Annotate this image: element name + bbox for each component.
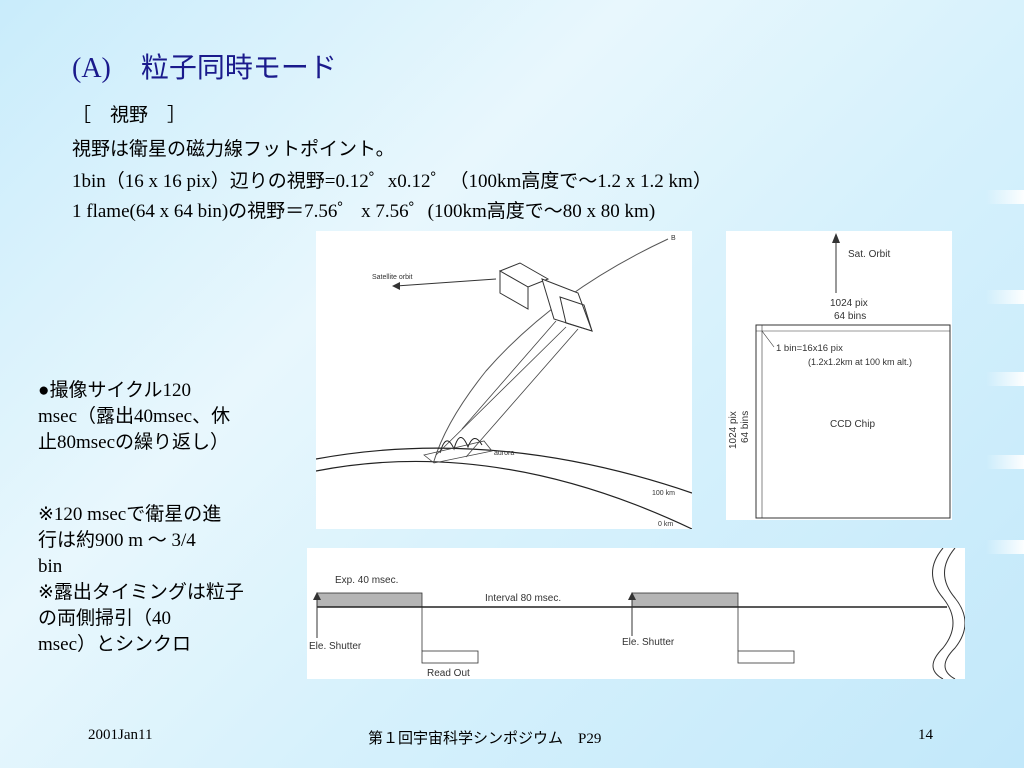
satellite-orbit-label: Satellite orbit bbox=[372, 274, 413, 281]
ccd-chip-label: CCD Chip bbox=[830, 419, 875, 430]
field-line bbox=[433, 238, 669, 462]
slide-title: (A) 粒子同時モード bbox=[72, 46, 337, 86]
note-line: ※120 msecで衛星の進 bbox=[38, 504, 222, 525]
footer-date: 2001Jan11 bbox=[88, 727, 153, 743]
aurora-footprint bbox=[423, 440, 493, 464]
sat-orbit-label: Sat. Orbit bbox=[848, 249, 890, 260]
decor-stripe bbox=[986, 372, 1024, 386]
note-line: の両側掃引（40 bbox=[38, 608, 172, 629]
break-mark bbox=[944, 547, 966, 680]
exp-label: Exp. 40 msec. bbox=[335, 575, 398, 586]
top-bins-label: 64 bins bbox=[834, 311, 866, 322]
ccd-chip bbox=[755, 324, 951, 519]
note-line: msec）とシンクロ bbox=[38, 634, 192, 655]
shutter-label-1: Ele. Shutter bbox=[309, 641, 362, 652]
view-ray bbox=[435, 326, 567, 456]
exposure-bar-2 bbox=[631, 592, 739, 608]
exposure-bar-1 bbox=[316, 592, 423, 608]
decor-stripe bbox=[986, 290, 1024, 304]
shutter-arrowhead-2 bbox=[628, 592, 636, 600]
view-ray bbox=[465, 328, 579, 458]
cycle-bullet: ●撮像サイクル120 msec（露出40msec、休 止80msecの繰り返し） bbox=[38, 378, 300, 456]
note-line: ※露出タイミングは粒子 bbox=[38, 582, 244, 603]
ccd-figure: Sat. Orbit 1024 pix 64 bins 1 bin=16x16 … bbox=[726, 231, 952, 520]
timing-svg: Exp. 40 msec. Interval 80 msec. Ele. Shu… bbox=[309, 547, 966, 680]
cycle-line: msec（露出40msec、休 bbox=[38, 406, 231, 427]
shutter-label-2: Ele. Shutter bbox=[622, 637, 675, 648]
alt-100-label: 100 km bbox=[652, 490, 675, 497]
shutter-arrowhead-1 bbox=[313, 592, 321, 600]
top-pix-label: 1024 pix bbox=[830, 298, 868, 309]
solar-panel-side bbox=[499, 270, 529, 310]
side-pix-label: 1024 pix bbox=[728, 411, 739, 449]
surface-100km bbox=[315, 447, 693, 494]
bin-label: 1 bin=16x16 pix bbox=[776, 343, 843, 354]
alt-0-label: 0 km bbox=[658, 521, 673, 528]
readout-label: Read Out bbox=[427, 668, 470, 679]
fov-heading: ［ 視野 ］ bbox=[72, 105, 187, 126]
cycle-line: ●撮像サイクル120 bbox=[38, 380, 192, 401]
decor-stripe bbox=[986, 190, 1024, 204]
footer-event: 第１回宇宙科学シンポジウム P29 bbox=[368, 731, 602, 747]
break-mark bbox=[932, 547, 954, 680]
bin-pointer bbox=[761, 330, 775, 348]
orbit-arrowhead bbox=[392, 282, 400, 290]
note-block: ※120 msecで衛星の進 行は約900 m 〜 3/4 bin ※露出タイミ… bbox=[38, 502, 300, 658]
b-field-label: B bbox=[671, 235, 676, 242]
readout-box-1 bbox=[421, 650, 479, 664]
readout-box-2 bbox=[737, 650, 795, 664]
interval-label: Interval 80 msec. bbox=[485, 593, 561, 604]
geometry-svg: B 100 km 0 km Satellite orbit aurora bbox=[315, 235, 693, 530]
fov-line-1: 視野は衛星の磁力線フットポイント。 bbox=[72, 139, 395, 160]
bin-sub-label: (1.2x1.2km at 100 km alt.) bbox=[808, 357, 912, 367]
footer-page-number: 14 bbox=[918, 727, 933, 743]
surface-0km bbox=[315, 460, 693, 530]
sat-orbit-arrowhead bbox=[832, 233, 840, 243]
ccd-svg: Sat. Orbit 1024 pix 64 bins 1 bin=16x16 … bbox=[728, 233, 951, 519]
title-mark: (A) bbox=[72, 53, 111, 84]
note-line: bin bbox=[38, 556, 63, 577]
aurora-curtain bbox=[439, 437, 483, 454]
fov-line-3: 1 flame(64 x 64 bin)の視野＝7.56゜ x 7.56゜(10… bbox=[72, 201, 656, 222]
view-ray bbox=[461, 320, 557, 430]
satellite-camera bbox=[559, 296, 593, 332]
title-text: 粒子同時モード bbox=[140, 51, 337, 84]
orbit-arrow bbox=[395, 278, 497, 287]
note-line: 行は約900 m 〜 3/4 bbox=[38, 530, 196, 551]
geometry-figure: B 100 km 0 km Satellite orbit aurora bbox=[315, 231, 693, 530]
fov-line-2: 1bin（16 x 16 pix）辺りの視野=0.12゜x0.12゜（100km… bbox=[72, 171, 712, 192]
timing-figure: Exp. 40 msec. Interval 80 msec. Ele. Shu… bbox=[307, 547, 966, 680]
decor-stripe bbox=[986, 540, 1024, 554]
cycle-line: 止80msecの繰り返し） bbox=[38, 432, 230, 453]
decor-stripe bbox=[986, 455, 1024, 469]
side-bins-label: 64 bins bbox=[740, 411, 751, 443]
aurora-label: aurora bbox=[494, 450, 514, 457]
